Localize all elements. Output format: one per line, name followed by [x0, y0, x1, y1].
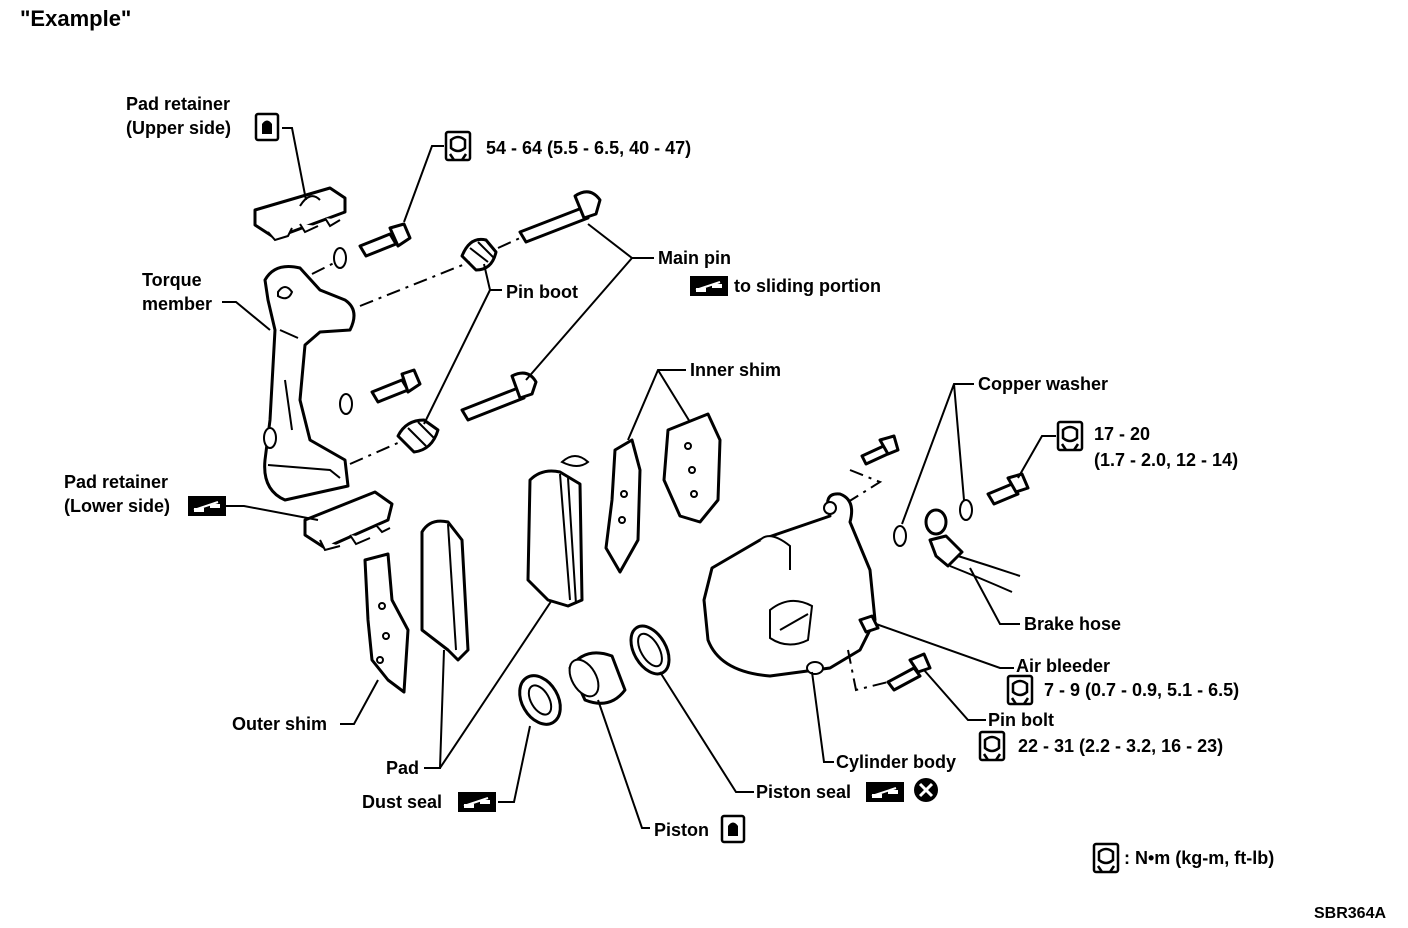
leader-main-pin — [525, 223, 654, 381]
grease-icon — [865, 781, 905, 803]
label-outer-shim: Outer shim — [232, 714, 327, 734]
label-inner-shim: Inner shim — [690, 360, 781, 380]
air-bleeder-part — [858, 614, 880, 634]
mount-bolt-lower — [370, 368, 422, 404]
leader-pin-boot — [423, 263, 502, 425]
label-main-pin: Main pin — [658, 248, 731, 268]
copper-washer-2 — [959, 499, 973, 521]
leader-dust-seal — [498, 725, 531, 803]
inner-shim-2-part — [662, 412, 722, 524]
label-dust-seal: Dust seal — [362, 792, 442, 812]
pin-boot-upper — [460, 237, 498, 272]
mount-bolt-upper — [358, 222, 412, 258]
leader-air-bleeder — [875, 623, 1014, 669]
leader-pad-retainer-upper — [282, 127, 307, 201]
torque-member-part — [263, 265, 356, 502]
main-pin-upper — [518, 190, 602, 244]
leader-outer-shim — [340, 679, 379, 725]
bolt-guide-upper — [847, 469, 883, 503]
pin-bolt-part — [886, 652, 932, 692]
label-torque-spec-bleeder: 7 - 9 (0.7 - 0.9, 5.1 - 6.5) — [1044, 680, 1239, 700]
leader-inner-shim — [627, 369, 691, 441]
torque-wrench-icon — [1056, 420, 1084, 452]
bolt-guide-lower — [847, 649, 889, 692]
pin-boot-lower — [396, 418, 440, 454]
piston-seal-part — [629, 624, 671, 676]
piston-part — [568, 651, 627, 705]
washer-upper — [333, 247, 347, 269]
label-cylinder-body: Cylinder body — [836, 752, 956, 772]
outer-shim-part — [363, 552, 410, 694]
axis-line-upper-left — [311, 261, 337, 275]
figure-code: SBR364A — [1314, 905, 1386, 922]
leader-pin-bolt — [923, 669, 986, 721]
pad-retainer-lower-part — [303, 490, 394, 552]
union-bolt-part — [986, 472, 1030, 506]
label-pin-bolt: Pin bolt — [988, 710, 1054, 730]
inner-shim-1-part — [604, 438, 642, 574]
axis-line-upper — [359, 237, 521, 307]
label-pad-retainer-upper-line2: (Upper side) — [126, 118, 231, 138]
main-pin-lower — [460, 371, 538, 422]
leader-piston-seal — [659, 671, 754, 793]
leader-copper-washer — [901, 383, 974, 525]
label-piston-seal: Piston seal — [756, 782, 851, 802]
washer-lower — [339, 393, 353, 415]
legend-units: : N•m (kg-m, ft-lb) — [1124, 848, 1274, 868]
leader-torque-spec-main — [403, 145, 444, 223]
label-torque-member-line1: Torque — [142, 270, 202, 290]
label-torque-spec-hose-line2: (1.7 - 2.0, 12 - 14) — [1094, 450, 1238, 470]
label-pad-retainer-lower-line2: (Lower side) — [64, 496, 170, 516]
grease-icon — [689, 275, 729, 297]
leader-torque-spec-hose — [1017, 435, 1056, 479]
cylinder-top-bolt — [860, 434, 900, 466]
label-piston: Piston — [654, 820, 709, 840]
diagram-title: "Example" — [20, 6, 131, 31]
torque-wrench-icon — [1092, 842, 1120, 874]
cylinder-body-part — [702, 492, 877, 678]
leader-piston — [597, 699, 650, 829]
dust-seal-part — [518, 674, 562, 726]
torque-wrench-icon — [978, 730, 1006, 762]
label-pad-retainer-lower-line1: Pad retainer — [64, 472, 168, 492]
leader-torque-member — [222, 301, 271, 331]
lubricant-icon — [720, 814, 746, 844]
label-pin-boot: Pin boot — [506, 282, 578, 302]
leader-brake-hose — [969, 567, 1020, 625]
label-pad: Pad — [386, 758, 419, 778]
grease-icon — [457, 791, 497, 813]
label-copper-washer: Copper washer — [978, 374, 1108, 394]
label-torque-spec-hose-line1: 17 - 20 — [1094, 424, 1150, 444]
copper-washer-1 — [893, 525, 907, 547]
replace-icon — [912, 776, 940, 804]
label-torque-spec-main: 54 - 64 (5.5 - 6.5, 40 - 47) — [486, 138, 691, 158]
label-air-bleeder: Air bleeder — [1016, 656, 1110, 676]
grease-icon — [187, 495, 227, 517]
torque-wrench-icon — [1006, 674, 1034, 706]
label-brake-hose: Brake hose — [1024, 614, 1121, 634]
leader-pad-retainer-lower — [226, 505, 319, 521]
label-main-pin-note: to sliding portion — [734, 276, 881, 296]
outer-pad-part — [420, 519, 470, 662]
label-torque-member-line2: member — [142, 294, 212, 314]
brake-hose-part — [924, 508, 1021, 593]
label-pad-retainer-upper-line1: Pad retainer — [126, 94, 230, 114]
label-torque-spec-pin-bolt: 22 - 31 (2.2 - 3.2, 16 - 23) — [1018, 736, 1223, 756]
torque-wrench-icon — [444, 130, 472, 162]
inner-pad-part — [526, 455, 590, 608]
pad-retainer-upper-part — [253, 186, 347, 242]
axis-line-lower — [349, 441, 401, 465]
lubricant-icon — [254, 112, 280, 142]
leader-cylinder-body — [811, 671, 834, 763]
leader-pad — [424, 599, 553, 769]
